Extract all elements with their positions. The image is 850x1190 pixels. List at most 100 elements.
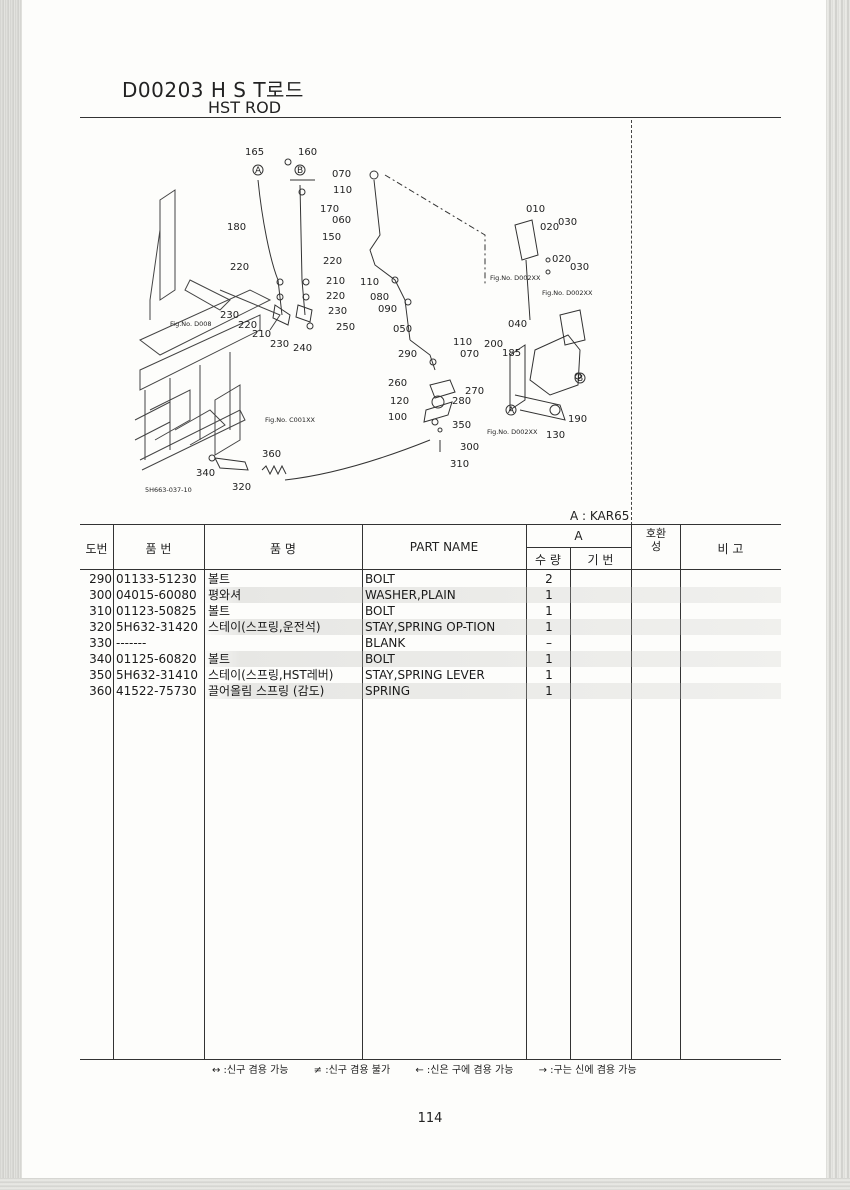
legend-old-for-new: → :구는 신에 겸용 가능 — [538, 1065, 637, 1076]
page-title-english: HST ROD — [208, 98, 282, 117]
chassis-frame-drawing — [134, 189, 281, 471]
fig-ref-d002xx-b: Fig.No. D002XX — [542, 289, 593, 297]
callout-290: 290 — [398, 349, 417, 360]
callout-150: 150 — [322, 232, 341, 243]
cell-name-en: BOLT — [365, 652, 395, 666]
marker-b-left: B — [297, 166, 303, 176]
col-divider — [680, 525, 681, 1059]
figure-references: Fig.No. D008 Fig.No. D002XX Fig.No. D002… — [145, 274, 593, 494]
cell-qty: 1 — [545, 604, 553, 618]
header-ref: 도번 — [85, 542, 108, 556]
cell-name-kr: 볼트 — [208, 572, 231, 586]
cell-name-en: BOLT — [365, 604, 395, 618]
cell-ref: 320 — [89, 620, 112, 634]
callout-220-b: 220 — [323, 256, 342, 267]
header-base: 기 번 — [587, 553, 614, 567]
callout-100: 100 — [388, 412, 407, 423]
header-part-no: 품 번 — [145, 542, 172, 556]
cell-qty: 1 — [545, 620, 553, 634]
fig-ref-c001xx: Fig.No. C001XX — [265, 416, 316, 424]
callout-220-a: 220 — [230, 262, 249, 273]
callout-240: 240 — [293, 343, 312, 354]
marker-a-left: A — [255, 166, 262, 176]
cell-part-no: 5H632-31410 — [116, 668, 199, 682]
header-remarks: 비 고 — [717, 542, 744, 556]
callout-360: 360 — [262, 449, 281, 460]
callout-110-b: 110 — [360, 277, 379, 288]
callout-010: 010 — [526, 204, 545, 215]
table-row: 340 01125-60820 볼트 BOLT 1 — [80, 651, 781, 667]
cell-qty: 1 — [545, 684, 553, 698]
scan-edge-bottom — [0, 1178, 850, 1190]
scan-edge-left — [0, 0, 22, 1190]
fig-ref-d008: Fig.No. D008 — [170, 320, 212, 328]
exploded-parts-diagram: 165 160 170 180 150 220 220 210 220 230 … — [134, 147, 593, 494]
col-divider — [113, 525, 114, 1059]
callout-labels: 165 160 170 180 150 220 220 210 220 230 … — [196, 147, 589, 493]
callout-340: 340 — [196, 468, 215, 479]
callout-050: 050 — [393, 324, 412, 335]
callout-300: 300 — [460, 442, 479, 453]
callout-110-c: 110 — [453, 337, 472, 348]
col-divider — [631, 525, 632, 1059]
callout-070-a: 070 — [332, 169, 351, 180]
drawing-code: 5H663-037-10 — [145, 486, 192, 494]
cell-part-no: 5H632-31420 — [116, 620, 199, 634]
cell-qty: – — [546, 636, 552, 650]
spring-cable — [284, 439, 431, 481]
callout-230-a: 230 — [328, 306, 347, 317]
cell-name-en: WASHER,PLAIN — [365, 588, 456, 602]
callout-170: 170 — [320, 204, 339, 215]
callout-250: 250 — [336, 322, 355, 333]
cell-name-kr: 평와셔 — [208, 588, 242, 602]
callout-180: 180 — [227, 222, 246, 233]
cell-part-no: 41522-75730 — [116, 684, 197, 698]
callout-350: 350 — [452, 420, 471, 431]
hst-lever-assembly — [509, 219, 586, 421]
cell-name-kr: 볼트 — [208, 604, 231, 618]
cell-name-kr: 볼트 — [208, 652, 231, 666]
spring-coil — [261, 464, 287, 476]
callout-080: 080 — [370, 292, 389, 303]
callout-040: 040 — [508, 319, 527, 330]
col-divider — [570, 547, 571, 1059]
cell-part-no: 04015-60080 — [116, 588, 197, 602]
fig-ref-d002xx-a: Fig.No. D002XX — [490, 274, 541, 282]
cell-ref: 330 — [89, 636, 112, 650]
callout-280: 280 — [452, 396, 471, 407]
header-compat: 호환성 — [645, 527, 667, 553]
title-divider — [80, 117, 781, 118]
callout-020-a: 020 — [540, 222, 559, 233]
header-subdivider — [526, 547, 631, 548]
cell-ref: 350 — [89, 668, 112, 682]
header-group-a: A — [574, 529, 583, 543]
table-row: 350 5H632-31410 스테이(스프링,HST레버) STAY,SPRI… — [80, 667, 781, 683]
legend-new-for-old: ← :신은 구에 겸용 가능 — [415, 1065, 514, 1076]
callout-070-b: 070 — [460, 349, 479, 360]
cell-ref: 310 — [89, 604, 112, 618]
callout-270: 270 — [465, 386, 484, 397]
cell-part-no: 01125-60820 — [116, 652, 197, 666]
callout-020-b: 020 — [552, 254, 571, 265]
legend-interchangeable: ↔ :신구 겸용 가능 — [212, 1065, 289, 1076]
callout-220-d: 220 — [238, 320, 257, 331]
cell-name-en: BOLT — [365, 572, 395, 586]
cell-qty: 1 — [545, 668, 553, 682]
cell-name-en: STAY,SPRING LEVER — [365, 668, 485, 682]
cell-qty: 1 — [545, 652, 553, 666]
header-part-name-kr: 품 명 — [270, 542, 296, 556]
table-row: 290 01133-51230 볼트 BOLT 2 — [80, 571, 781, 587]
hst-rod-center — [369, 170, 456, 452]
cell-name-kr: 끌어올림 스프링 (감도) — [208, 684, 325, 698]
marker-b-right: B — [577, 374, 583, 384]
table-row: 330 ------- BLANK – — [80, 635, 781, 651]
compatibility-legend: ↔ :신구 겸용 가능 ≠ :신구 겸용 불가 ← :신은 구에 겸용 가능 →… — [212, 1061, 659, 1076]
callout-260: 260 — [388, 378, 407, 389]
table-row: 300 04015-60080 평와셔 WASHER,PLAIN 1 — [80, 587, 781, 603]
cell-part-no: ------- — [116, 636, 147, 650]
callout-320: 320 — [232, 482, 251, 493]
cell-qty: 2 — [545, 572, 553, 586]
cell-name-en: SPRING — [365, 684, 411, 698]
cell-ref: 360 — [89, 684, 112, 698]
